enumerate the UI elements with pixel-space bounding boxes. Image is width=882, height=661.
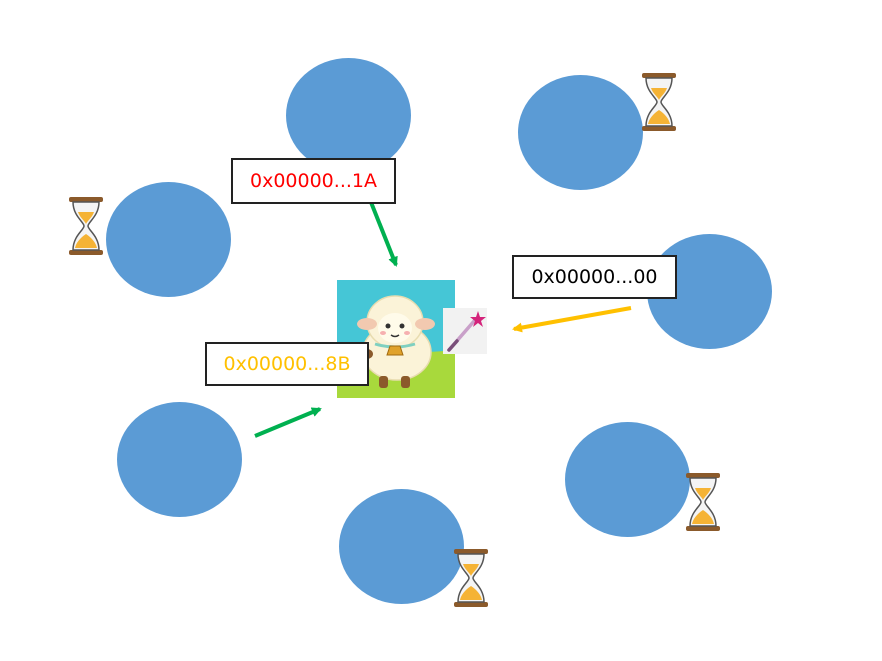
address-label-left: 0x00000...8B: [205, 342, 369, 386]
hourglass-icon: [454, 549, 488, 607]
node-bottom-left: [117, 402, 242, 517]
node-top: [286, 58, 411, 173]
hourglass-icon: [642, 73, 676, 131]
address-label-right: 0x00000...00: [512, 255, 677, 299]
magic-wand-icon: [443, 308, 487, 354]
hourglass-icon: [69, 197, 103, 255]
arrow-bottom-left-to-center: [254, 407, 322, 438]
hourglass-icon: [686, 473, 720, 531]
arrow-right-to-center: [512, 306, 632, 333]
node-bottom-right: [565, 422, 690, 537]
node-top-right: [518, 75, 643, 190]
node-left: [106, 182, 231, 297]
node-bottom: [339, 489, 464, 604]
address-label-top: 0x00000...1A: [231, 158, 396, 204]
